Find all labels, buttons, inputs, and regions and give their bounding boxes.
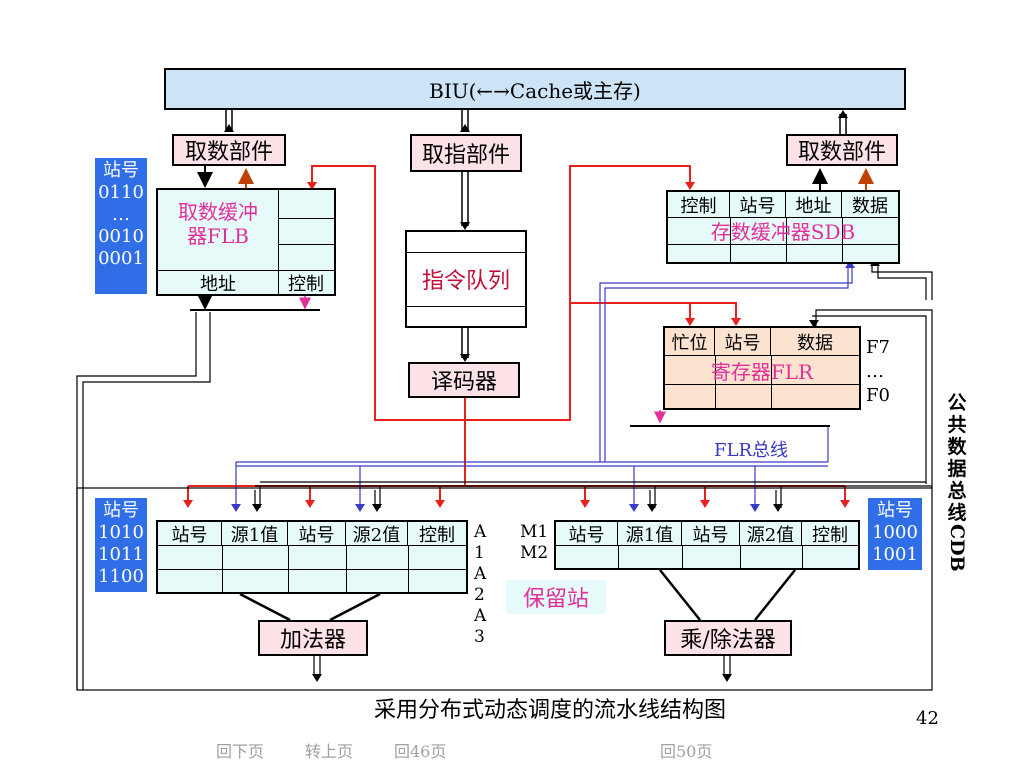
mul-side-m1: M1 — [520, 522, 549, 542]
figure-caption: 采用分布式动态调度的流水线结构图 — [373, 698, 726, 723]
mul-side-m2: M2 — [520, 543, 549, 563]
sdb-header-address: 地址 — [786, 192, 842, 218]
flr-header-station: 站号 — [715, 328, 771, 356]
adder-unit: 加法器 — [258, 620, 368, 656]
cdb-char: CDB — [946, 524, 968, 572]
cdb-char: 公 — [947, 392, 967, 414]
mul-rs-badge: 站号 1000 1001 — [868, 498, 922, 570]
biu-label: BIU(←→Cache或主存) — [429, 78, 641, 103]
nav-page-50[interactable]: 回50页 — [660, 742, 713, 761]
add-rs-header-control: 控制 — [408, 522, 466, 546]
sdb-buffer: 控制 站号 地址 数据 存数缓冲器SDB — [666, 190, 900, 264]
mul-div-unit: 乘/除法器 — [664, 620, 792, 656]
cdb-char: 据 — [947, 458, 967, 480]
flb-badge-line: 0001 — [98, 248, 144, 269]
flb-col-address: 地址 — [200, 274, 236, 295]
fetch-instruction-unit: 取指部件 — [410, 134, 522, 172]
mul-rs-header-station1: 站号 — [556, 522, 618, 546]
add-badge-title: 站号 — [103, 500, 139, 521]
mul-div-label: 乘/除法器 — [680, 628, 776, 653]
adder-label: 加法器 — [279, 628, 346, 653]
flb-badge-line: … — [112, 204, 130, 225]
flb-badge-title: 站号 — [103, 160, 139, 181]
decoder-label: 译码器 — [430, 370, 497, 395]
mul-badge-line: 1001 — [872, 544, 918, 565]
mul-rs-header-src2: 源2值 — [740, 522, 802, 546]
add-side: 2 — [474, 585, 485, 605]
fetch-unit-left: 取数部件 — [172, 134, 286, 166]
fetch-unit-left-label: 取数部件 — [184, 140, 273, 165]
fetch-unit-right-label: 取数部件 — [797, 140, 886, 165]
nav-next-page[interactable]: 回下页 — [216, 742, 265, 761]
add-rs-header-src1: 源1值 — [222, 522, 288, 546]
add-side: 3 — [474, 627, 485, 647]
instruction-queue: 指令队列 — [405, 230, 527, 328]
sdb-header-data: 数据 — [842, 192, 898, 218]
add-badge-line: 1010 — [98, 522, 144, 543]
add-rs-header-station2: 站号 — [288, 522, 346, 546]
nav-prev-page[interactable]: 转上页 — [305, 742, 354, 761]
sdb-header-station: 站号 — [730, 192, 786, 218]
fetch-unit-right: 取数部件 — [786, 134, 898, 166]
flr-side-ellipsis: … — [866, 361, 884, 382]
mul-rs-header-control: 控制 — [802, 522, 858, 546]
cdb-char: 共 — [947, 414, 967, 436]
sdb-header-control: 控制 — [668, 192, 730, 218]
flr-register: 忙位 站号 数据 寄存器FLR — [663, 326, 861, 410]
mul-reservation-station: 站号 源1值 站号 源2值 控制 — [554, 520, 860, 570]
flb-badge-line: 0010 — [98, 226, 144, 247]
mul-badge-line: 1000 — [872, 522, 918, 543]
page-number: 42 — [916, 708, 939, 729]
flr-side-f7: F7 — [866, 337, 890, 358]
flr-title: 寄存器FLR — [710, 359, 814, 384]
flr-header-busy: 忙位 — [665, 328, 715, 356]
queue-label: 指令队列 — [421, 269, 510, 294]
fetch-instruction-label: 取指部件 — [421, 143, 510, 168]
add-rs-header-src2: 源2值 — [346, 522, 408, 546]
flr-header-data: 数据 — [771, 328, 859, 356]
decoder: 译码器 — [408, 362, 520, 398]
flb-buffer: 取数缓冲 器FLB 地址 控制 — [156, 188, 336, 296]
mul-rs-side-labels: M1 M2 — [520, 522, 548, 564]
flb-badge-line: 0110 — [98, 182, 144, 203]
flb-col-control: 控制 — [288, 274, 324, 295]
add-reservation-station: 站号 源1值 站号 源2值 控制 — [156, 520, 468, 594]
mul-badge-title: 站号 — [877, 500, 913, 521]
nav-page-46[interactable]: 回46页 — [394, 742, 447, 761]
cdb-char: 线 — [947, 502, 967, 524]
flb-station-badge: 站号 0110 … 0010 0001 — [95, 158, 147, 294]
reservation-station-label: 保留站 — [506, 580, 606, 614]
add-side: A — [474, 522, 487, 542]
add-rs-badge: 站号 1010 1011 1100 — [95, 498, 147, 592]
mul-rs-header-src1: 源1值 — [618, 522, 682, 546]
flb-title: 取数缓冲 — [178, 200, 258, 224]
add-side: A — [474, 606, 487, 626]
sdb-title: 存数缓冲器SDB — [710, 219, 856, 244]
add-rs-header-station1: 站号 — [158, 522, 222, 546]
flr-bus-label: FLR总线 — [714, 440, 788, 461]
add-side: A — [474, 564, 487, 584]
add-side: 1 — [474, 543, 485, 563]
flr-side-f0: F0 — [866, 385, 890, 406]
cdb-char: 总 — [947, 480, 967, 502]
flr-side-labels: F7 … F0 — [866, 336, 890, 408]
biu-bar: BIU(←→Cache或主存) — [164, 68, 906, 110]
flb-title-2: 器FLB — [187, 224, 249, 248]
add-badge-line: 1100 — [98, 566, 144, 587]
add-rs-side-labels: A 1 A 2 A 3 — [474, 522, 486, 648]
mul-rs-header-station2: 站号 — [682, 522, 740, 546]
cdb-label: 公 共 数 据 总 线 CDB — [944, 392, 970, 572]
add-badge-line: 1011 — [98, 544, 144, 565]
cdb-char: 数 — [947, 436, 967, 458]
